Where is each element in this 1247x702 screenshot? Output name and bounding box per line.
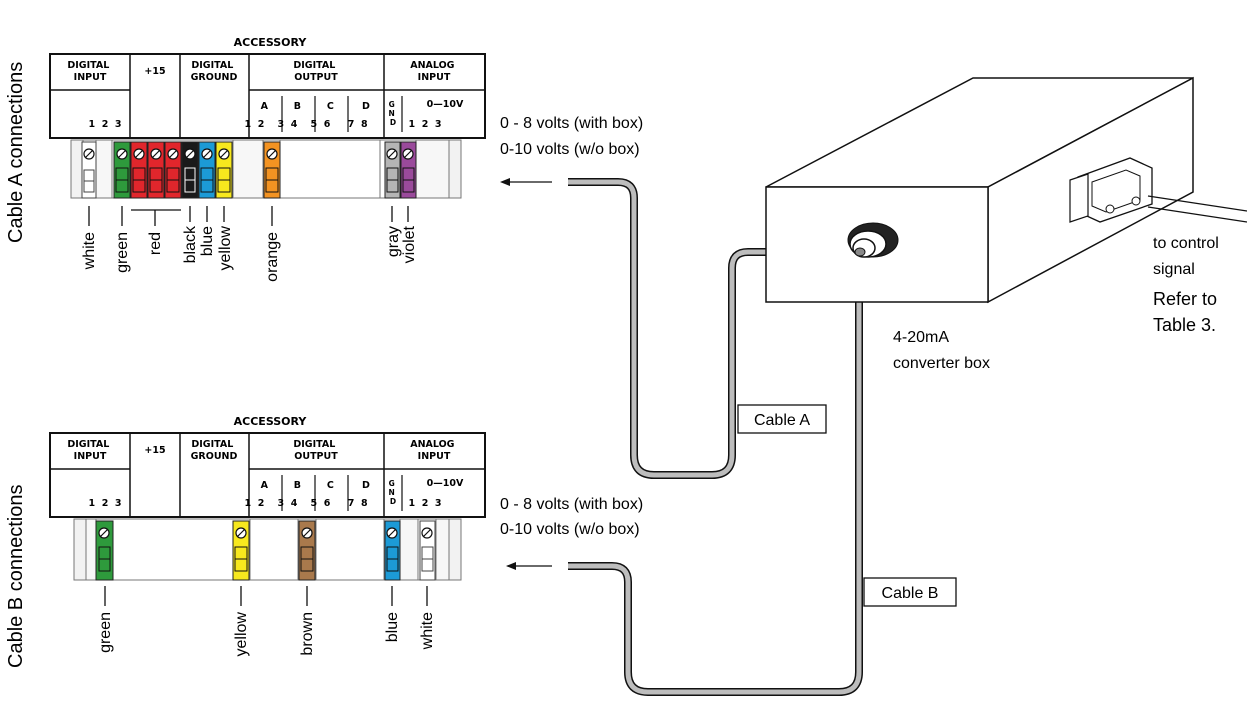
digital-input-pins: 1 2 3	[88, 498, 121, 509]
wire-label-green: green	[97, 612, 114, 653]
analog-input-header: ANALOG INPUT	[410, 60, 458, 83]
digital-output-header: DIGITAL OUTPUT	[293, 60, 338, 83]
terminal-strip	[70, 139, 462, 199]
cable-a-panel: Cable A connections ACCESSORY DIGITAL IN…	[0, 0, 648, 282]
channel-letters: A B C D	[261, 480, 370, 491]
wire-labels: green yellow brown blue white	[97, 612, 436, 657]
control-connector	[1069, 157, 1247, 223]
digital-output-pins: 1 2 3 4 5 6 7 8	[0, 0, 384, 130]
wire-label-red: red	[147, 232, 164, 255]
digital-output-pins: 1 2 3 4 5 6 7 8	[0, 0, 384, 509]
wire-label-orange: orange	[264, 232, 281, 282]
cable-b-label: Cable B	[863, 577, 957, 607]
digital-input-header: DIGITAL INPUT	[67, 439, 112, 462]
arrow-a	[500, 178, 552, 186]
wire-label-white: white	[81, 232, 98, 270]
cable-a-side-label: Cable A connections	[5, 62, 27, 243]
wire-label-white: white	[419, 612, 436, 650]
svg-text:Cable B: Cable B	[882, 585, 939, 602]
plus15-header: +15	[144, 66, 165, 77]
control-signal-caption: to control signal	[1153, 235, 1223, 278]
gnd-label: G N D	[389, 479, 398, 506]
wire-labels: white green red black blue yellow orange…	[81, 225, 418, 282]
wire-leads	[104, 586, 428, 606]
wire-label-gray: gray	[385, 226, 402, 257]
cable-gland	[847, 222, 899, 258]
wire-label-yellow: yellow	[217, 226, 234, 271]
gnd-label: G N D	[389, 100, 398, 127]
cables	[568, 178, 863, 696]
voltage-note-a: 0 - 8 volts (with box) 0-10 volts (w/o b…	[500, 115, 648, 158]
cable-b-panel: Cable B connections ACCESSORY DIGITAL IN…	[0, 0, 648, 668]
cable-b-side-label: Cable B connections	[5, 485, 27, 668]
wire-label-blue: blue	[199, 226, 216, 256]
analog-pins: 1 2 3	[408, 119, 441, 130]
accessory-header-box	[49, 432, 486, 518]
plus15-header: +15	[144, 445, 165, 456]
wire-label-brown: brown	[299, 612, 316, 656]
analog-range: 0—10V	[427, 99, 464, 110]
digital-output-header: DIGITAL OUTPUT	[293, 439, 338, 462]
voltage-note-b: 0 - 8 volts (with box) 0-10 volts (w/o b…	[500, 496, 648, 538]
digital-input-header: DIGITAL INPUT	[67, 60, 112, 83]
digital-input-pins: 1 2 3	[88, 119, 121, 130]
accessory-header-box	[49, 53, 486, 139]
arrow-b	[506, 562, 552, 570]
converter-caption: 4-20mA converter box	[893, 329, 990, 372]
cable-a-label: Cable A	[737, 404, 827, 434]
analog-input-header: ANALOG INPUT	[410, 439, 458, 462]
wire-label-yellow: yellow	[233, 612, 250, 657]
converter-box	[765, 76, 1247, 304]
wire-leads	[88, 206, 409, 226]
terminal-strip	[73, 518, 462, 581]
wire-label-green: green	[114, 232, 131, 273]
svg-text:Cable A: Cable A	[754, 412, 810, 429]
wire-label-black: black	[182, 225, 199, 263]
digital-ground-header: DIGITAL GROUND	[191, 60, 238, 83]
analog-pins: 1 2 3	[408, 498, 441, 509]
digital-ground-header: DIGITAL GROUND	[191, 439, 238, 462]
accessory-title: ACCESSORY	[234, 415, 308, 428]
analog-range: 0—10V	[427, 478, 464, 489]
accessory-title: ACCESSORY	[234, 36, 308, 49]
table-reference: Refer to Table 3.	[1153, 289, 1222, 335]
wire-label-violet: violet	[401, 225, 418, 263]
channel-letters: A B C D	[261, 101, 370, 112]
wire-label-blue: blue	[384, 612, 401, 642]
